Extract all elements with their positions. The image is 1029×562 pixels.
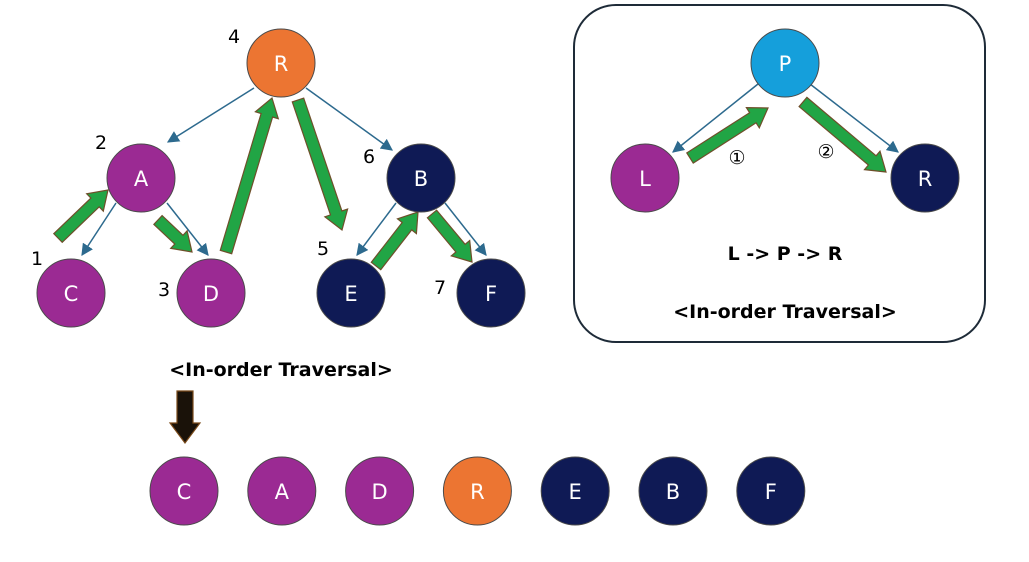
node-label-f: F <box>485 282 497 306</box>
rule-edges <box>672 83 899 153</box>
result-node-label: A <box>275 480 290 504</box>
rule-box: P L R ① ② L -> P -> R <In-order Traversa… <box>573 4 986 343</box>
edge-p-r <box>809 83 899 153</box>
order-number-a: 2 <box>95 132 107 154</box>
step-arrow-l-to-p <box>685 106 769 164</box>
edge-a-d <box>166 202 209 256</box>
order-number-r: 4 <box>228 26 240 48</box>
traversal-arrows <box>52 96 473 271</box>
binary-tree: R 4 A 2 B 6 C 1 D 3 E 5 F <box>31 26 526 381</box>
tree-node-f: F 7 <box>434 258 526 328</box>
traversal-arrow-e-to-b <box>370 211 419 271</box>
result-node: F <box>736 456 806 526</box>
tree-node-d: D 3 <box>158 258 246 328</box>
node-label-c: C <box>64 282 79 306</box>
result-node-label: E <box>569 480 582 504</box>
result-node: C <box>149 456 219 526</box>
rule-box-frame <box>573 4 986 343</box>
tree-node-a: A 2 <box>95 132 176 213</box>
order-number-d: 3 <box>158 279 170 301</box>
order-number-f: 7 <box>434 277 446 299</box>
rule-node-l: L <box>610 143 680 213</box>
node-label-e: E <box>344 282 357 306</box>
traversal-arrow-d-to-r <box>219 96 280 255</box>
traversal-arrow-a-to-d <box>153 214 193 253</box>
edge-b-f <box>444 202 487 256</box>
edge-p-l <box>672 83 759 153</box>
tree-node-c: C 1 <box>31 248 106 328</box>
rule-node-label-r: R <box>918 167 933 191</box>
tree-caption: <In-order Traversal> <box>169 359 393 381</box>
rule-node-p: P <box>750 28 820 98</box>
node-label-b: B <box>414 167 428 191</box>
down-arrow <box>168 390 202 444</box>
traversal-arrow-b-to-f <box>426 209 473 263</box>
tree-node-r: R 4 <box>228 26 316 98</box>
result-node: D <box>345 456 415 526</box>
traversal-arrow-c-to-a <box>52 189 109 244</box>
rule-node-r: R <box>890 143 960 213</box>
rule-node-label-p: P <box>779 52 792 76</box>
result-node-label: R <box>470 480 485 504</box>
step-2-label: ② <box>817 141 834 163</box>
tree-edges <box>81 87 487 257</box>
rule-node-label-l: L <box>639 167 651 191</box>
edge-r-a <box>166 87 255 143</box>
result-node: E <box>540 456 610 526</box>
order-number-e: 5 <box>317 238 329 260</box>
result-node-label: F <box>765 480 777 504</box>
edge-b-e <box>356 202 397 256</box>
order-number-c: 1 <box>31 248 43 270</box>
order-number-b: 6 <box>363 146 375 168</box>
node-label-d: D <box>203 282 219 306</box>
result-node: A <box>247 456 317 526</box>
traversal-arrow-r-to-e <box>291 97 349 232</box>
result-node-label: D <box>372 480 388 504</box>
tree-node-e: E 5 <box>316 238 386 328</box>
result-node-label: B <box>666 480 680 504</box>
tree-node-b: B 6 <box>363 143 456 213</box>
node-label-a: A <box>134 167 149 191</box>
result-node-label: C <box>177 480 192 504</box>
traversal-sequence: L -> P -> R <box>728 243 843 265</box>
result-node: R <box>442 456 512 526</box>
rule-arrows <box>685 96 887 173</box>
step-arrow-p-to-r <box>798 96 887 173</box>
edge-r-b <box>305 87 393 151</box>
node-label-r: R <box>274 52 289 76</box>
edge-a-c <box>81 202 117 257</box>
result-node: B <box>638 456 708 526</box>
step-1-label: ① <box>728 147 745 169</box>
rule-box-caption: <In-order Traversal> <box>673 301 897 323</box>
